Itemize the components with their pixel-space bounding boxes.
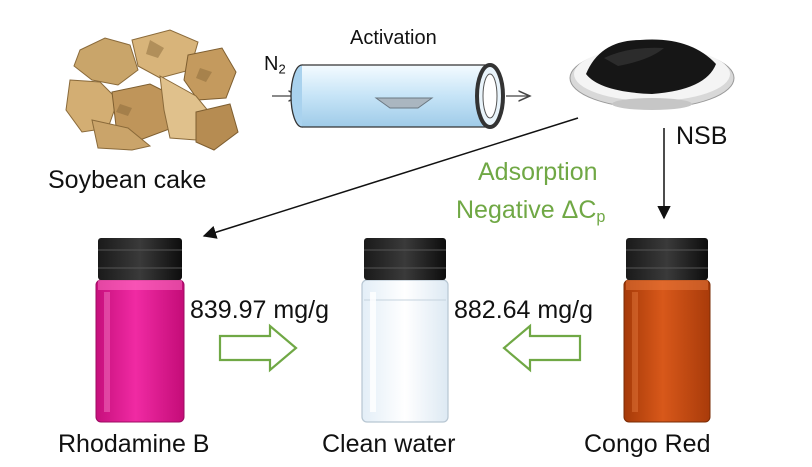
label-soybean-cake: Soybean cake <box>48 166 207 194</box>
activation-tube <box>272 63 530 129</box>
nsb-dish-image <box>569 39 735 110</box>
label-adsorption: Adsorption <box>478 158 598 186</box>
soybean-cake-image <box>65 29 239 151</box>
clean-water-vial <box>361 238 449 423</box>
label-negative-dcp: Negative ΔCp <box>456 196 606 227</box>
label-congo-red: Congo Red <box>584 430 711 458</box>
nitrogen-subscript: 2 <box>278 61 286 77</box>
negative-dcp-subscript: p <box>596 208 606 227</box>
label-capacity-congo: 882.64 mg/g <box>454 296 593 324</box>
arrow-congo-to-water <box>502 323 582 373</box>
label-nitrogen: N2 <box>264 54 286 75</box>
arrow-rhodamine-to-water <box>218 323 298 373</box>
label-activation: Activation <box>350 27 437 49</box>
negative-dcp-text: Negative ΔC <box>456 196 597 224</box>
label-clean-water: Clean water <box>322 430 456 458</box>
label-rhodamine-b: Rhodamine B <box>58 430 210 458</box>
nitrogen-symbol: N <box>264 53 279 75</box>
congo-red-vial <box>623 238 711 423</box>
label-nsb: NSB <box>676 122 728 150</box>
label-capacity-rhodamine: 839.97 mg/g <box>190 296 329 324</box>
arrow-nsb-to-rhodamine <box>202 117 579 239</box>
rhodamine-vial <box>95 238 185 423</box>
